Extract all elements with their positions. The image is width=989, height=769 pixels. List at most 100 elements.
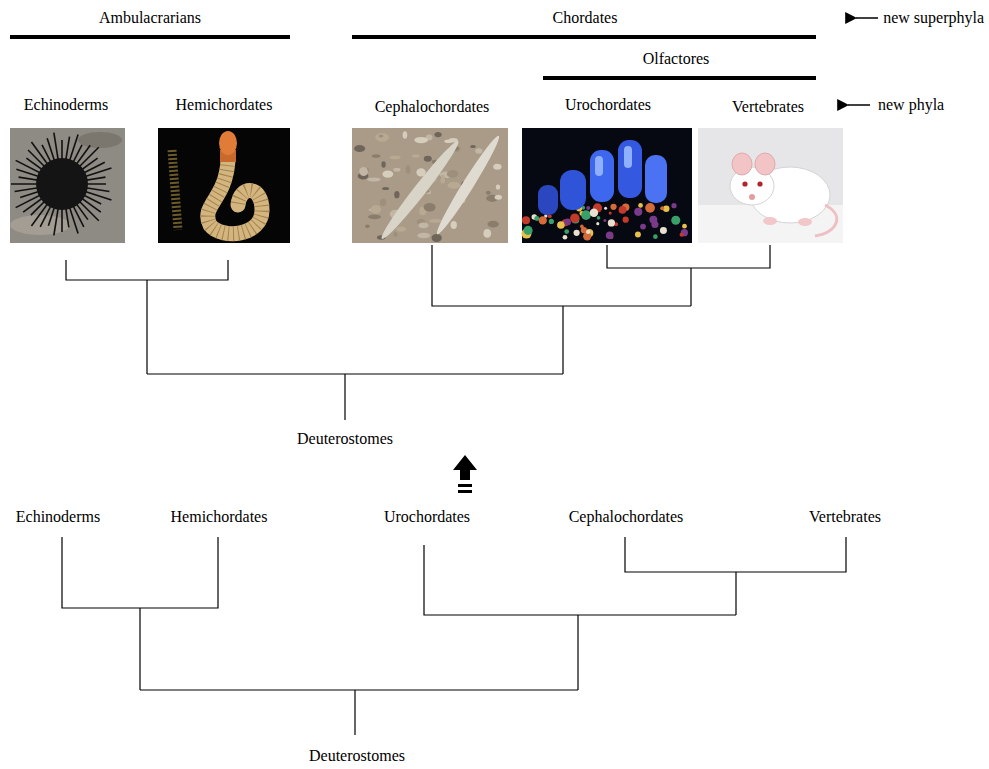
pebble	[379, 134, 384, 137]
reef-dot	[603, 219, 606, 222]
taxon-name: Cephalochordates	[569, 508, 684, 526]
reef-dot	[680, 233, 684, 237]
reef-dot	[638, 203, 643, 208]
pebble	[365, 225, 370, 228]
pebble	[475, 148, 482, 154]
taxon-name: Urochordates	[384, 508, 470, 526]
pebble	[406, 165, 411, 174]
mouse-photo	[698, 128, 843, 243]
root-name: Deuterostomes	[309, 747, 405, 765]
urchin-photo	[10, 128, 125, 243]
reef-dot	[581, 210, 591, 220]
pebble	[382, 170, 393, 177]
reef-dot	[580, 225, 584, 229]
pebble	[434, 132, 441, 137]
pebble	[380, 199, 386, 206]
group-name: Ambulacrarians	[99, 9, 201, 27]
lancelet-photo	[352, 128, 508, 243]
pebble	[487, 221, 498, 228]
pebble	[470, 145, 476, 148]
reef-dot	[534, 216, 539, 221]
group-name: Olfactores	[643, 50, 710, 68]
pebble	[447, 170, 459, 178]
group-name: Chordates	[553, 9, 618, 27]
reef-dot	[586, 230, 590, 234]
reef-dot	[635, 232, 641, 238]
reef-dot	[573, 230, 579, 236]
reef-dot	[563, 235, 568, 240]
reef-dot	[610, 204, 616, 210]
pebble	[419, 222, 429, 228]
reef-dot	[608, 219, 615, 226]
tree-lines	[62, 537, 846, 735]
reef-dot	[549, 219, 554, 224]
pebble	[496, 184, 500, 189]
pebble	[495, 195, 502, 200]
hemichordate-photo	[158, 128, 290, 243]
pointer-arrow	[856, 17, 878, 19]
pebble	[417, 233, 430, 238]
taxon-name: Echinoderms	[16, 508, 100, 526]
reef-dot	[597, 216, 601, 220]
taxon-name: Echinoderms	[24, 96, 108, 114]
reef-dot	[586, 206, 590, 210]
pebble	[440, 175, 445, 184]
pebble	[451, 221, 457, 229]
group-bar	[10, 35, 290, 39]
reef-dot	[623, 217, 629, 223]
pebble	[393, 232, 397, 237]
pebble	[396, 226, 406, 231]
taxon-name: Vertebrates	[809, 508, 881, 526]
pebble	[372, 154, 381, 158]
pebble	[382, 187, 389, 190]
reef-dot	[570, 213, 579, 222]
reef-dot	[660, 227, 667, 234]
reef-dot	[671, 203, 676, 208]
pebble	[354, 145, 365, 152]
reef-dot	[606, 231, 614, 239]
reef-dot	[557, 221, 565, 229]
pebble	[444, 139, 452, 143]
pebble	[393, 168, 400, 172]
reef-dot	[524, 226, 533, 235]
reef-dot	[564, 229, 569, 234]
pebble	[368, 215, 381, 220]
pebble	[371, 205, 381, 214]
taxon-name: Urochordates	[565, 96, 651, 114]
group-bar	[352, 35, 816, 39]
pointer-arrow	[848, 104, 870, 106]
annotation: new superphyla	[883, 9, 984, 27]
pebble	[424, 156, 432, 162]
reef-dot	[619, 206, 627, 214]
reef-dot	[522, 216, 530, 224]
taxon-name: Cephalochordates	[375, 98, 490, 116]
reef-dot	[645, 203, 655, 213]
reef-dot	[590, 208, 598, 216]
pebble	[483, 229, 491, 238]
pebble	[486, 191, 491, 195]
pebble	[375, 133, 388, 142]
reef-dot	[539, 216, 547, 224]
reef-dot	[634, 208, 642, 216]
pebble	[367, 177, 381, 181]
annotation: new phyla	[878, 96, 944, 114]
tunicate-photo	[521, 128, 692, 243]
reef-dot	[640, 224, 646, 230]
taxon-name: Vertebrates	[732, 98, 804, 116]
pebble	[394, 191, 399, 198]
pebble	[403, 131, 408, 138]
reef-dot	[651, 221, 658, 228]
pebble	[381, 161, 385, 168]
pebble	[412, 154, 420, 157]
taxon-name: Hemichordates	[171, 508, 268, 526]
reef-dot	[604, 207, 607, 210]
pebble	[431, 234, 441, 242]
pebble	[414, 137, 428, 143]
transition-arrow	[453, 455, 477, 493]
reef-dot	[564, 219, 571, 226]
group-bar	[543, 76, 816, 80]
pebble	[359, 167, 368, 176]
pebble	[429, 219, 441, 223]
pebble	[447, 182, 460, 189]
